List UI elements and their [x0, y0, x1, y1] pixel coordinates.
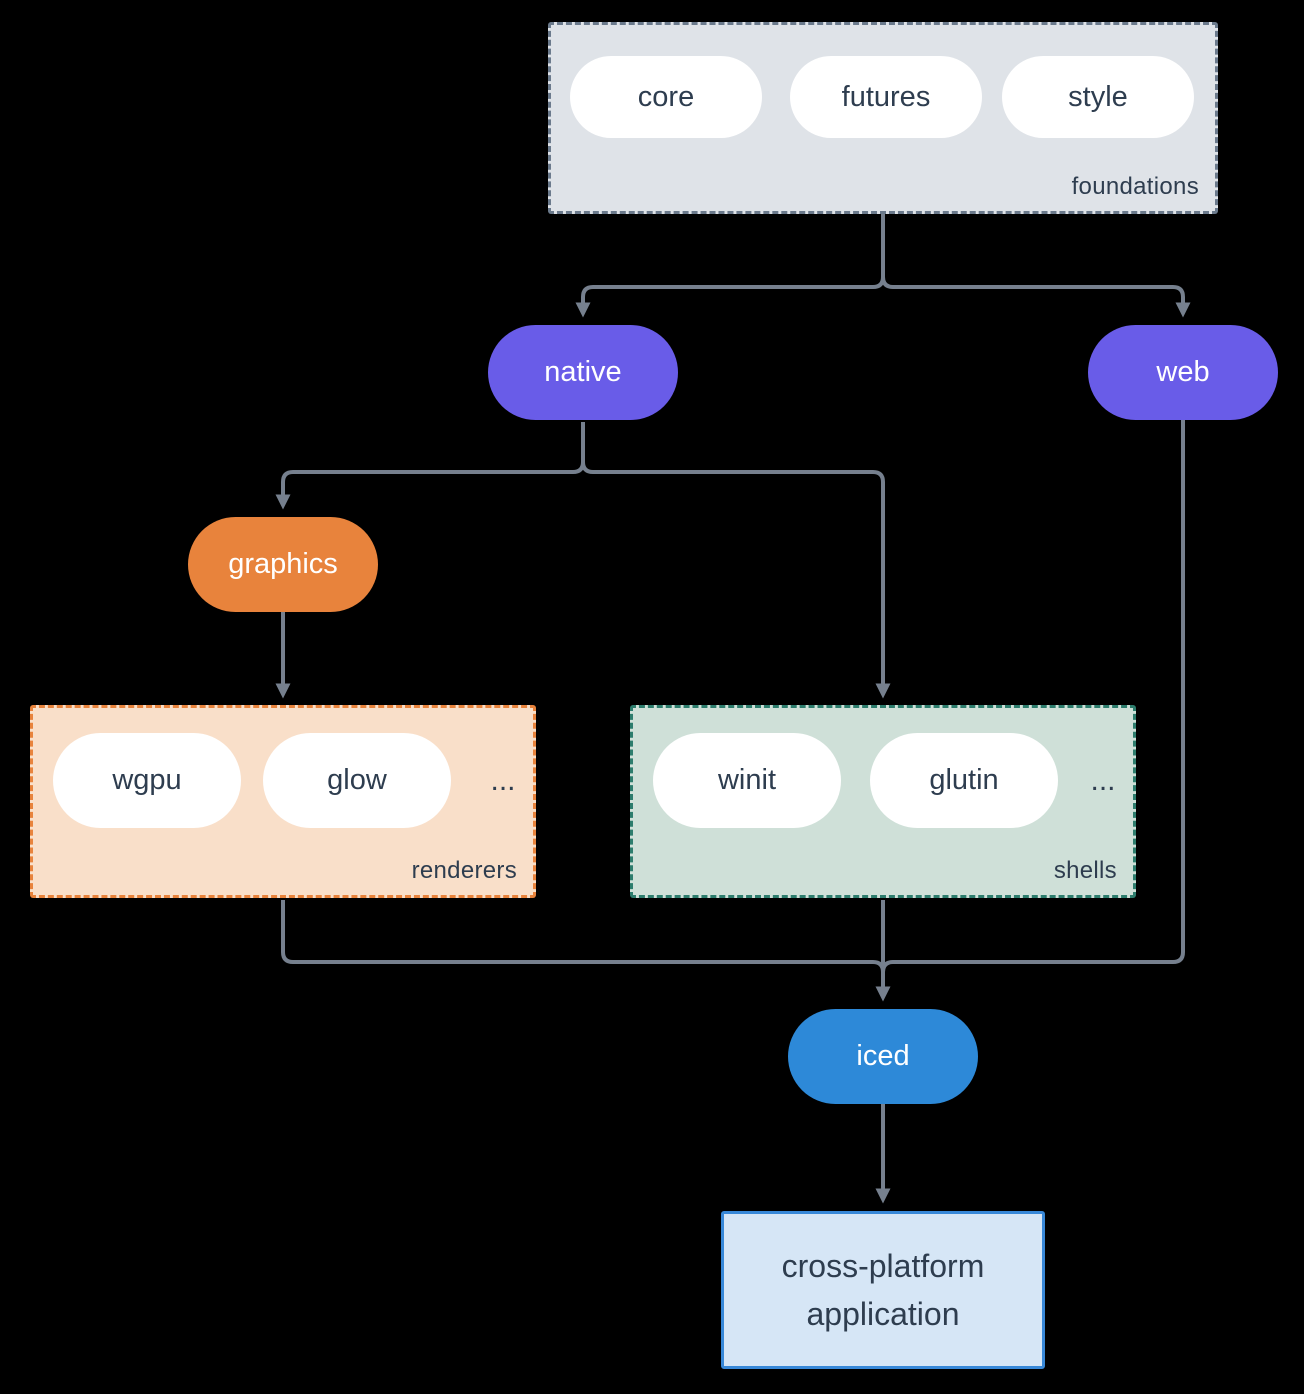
edge-foundations-native [575, 214, 885, 318]
foundations-label: foundations [1071, 173, 1199, 200]
node-iced: iced [788, 1009, 978, 1104]
application-label-line2: application [806, 1296, 960, 1332]
shells-label: shells [1053, 857, 1117, 884]
application-label-line1: cross-platform [781, 1248, 985, 1284]
renderers-label: renderers [411, 857, 517, 884]
node-glutin: glutin [870, 733, 1058, 828]
node-cross-platform-application: cross-platform application [721, 1211, 1045, 1369]
renderers-ellipsis: ... [490, 763, 516, 797]
shells-group: winit glutin ... shells [630, 705, 1136, 898]
shells-ellipsis: ... [1090, 763, 1116, 797]
node-winit: winit [653, 733, 841, 828]
node-graphics: graphics [188, 517, 378, 612]
node-wgpu: wgpu [53, 733, 241, 828]
foundations-group: core futures style foundations [548, 22, 1218, 214]
node-core: core [570, 56, 762, 138]
renderers-group: wgpu glow ... renderers [30, 705, 536, 898]
edge-foundations-web [881, 214, 1191, 318]
node-web: web [1088, 325, 1278, 420]
node-futures: futures [790, 56, 982, 138]
node-style: style [1002, 56, 1194, 138]
edge-native-graphics [275, 422, 585, 510]
node-native: native [488, 325, 678, 420]
edge-native-shells [581, 422, 891, 699]
edge-renderers-iced [281, 900, 885, 973]
node-glow: glow [263, 733, 451, 828]
